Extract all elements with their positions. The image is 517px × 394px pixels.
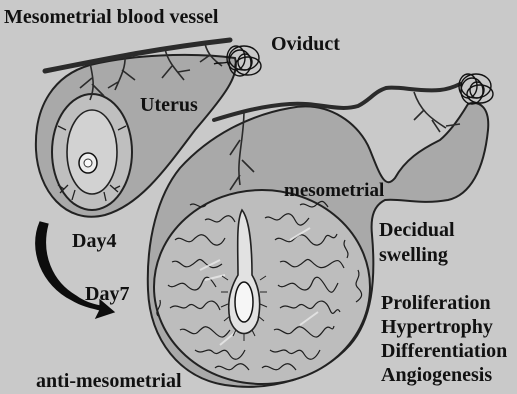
day4-label: Day4 xyxy=(72,231,116,251)
mesometrial-label: mesometrial xyxy=(284,181,384,200)
process-item: Differentiation xyxy=(381,339,507,363)
decidua-swelling xyxy=(154,190,370,384)
oviduct-label: Oviduct xyxy=(271,34,340,54)
decidual-label-line1: Decidual xyxy=(379,218,455,243)
oviduct-coil-right xyxy=(459,74,493,104)
process-item: Proliferation xyxy=(381,291,507,315)
process-list: Proliferation Hypertrophy Differentiatio… xyxy=(381,291,507,387)
uterus-day4-inner-lumen xyxy=(67,110,117,194)
process-item: Hypertrophy xyxy=(381,315,507,339)
decidual-label-line2: swelling xyxy=(379,243,455,268)
mesometrial-vessel-label: Mesometrial blood vessel xyxy=(4,7,218,27)
embryo-day7 xyxy=(235,282,253,322)
decidual-swelling-label: Decidual swelling xyxy=(379,218,455,268)
day7-label: Day7 xyxy=(85,284,129,304)
process-item: Angiogenesis xyxy=(381,363,507,387)
uterus-label: Uterus xyxy=(140,95,198,115)
embryo-day4-core xyxy=(84,159,92,167)
anti-mesometrial-label: anti-mesometrial xyxy=(36,371,182,391)
